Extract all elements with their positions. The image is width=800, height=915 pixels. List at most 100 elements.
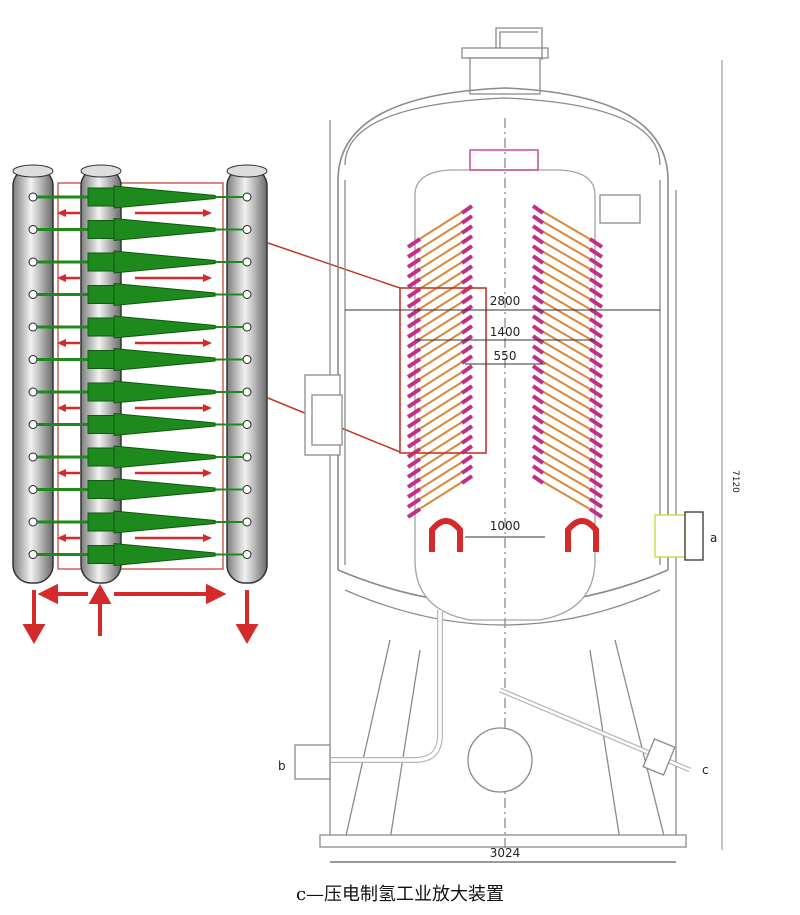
coil-tube-right: [534, 316, 601, 356]
coil-end: [406, 377, 422, 389]
dim-1000: 1000: [490, 519, 521, 533]
coil-tube-left: [409, 296, 471, 336]
coil-end: [588, 317, 604, 329]
coil-tube-left: [409, 386, 471, 426]
coil-end: [406, 397, 422, 409]
flow-arrow-head: [57, 534, 66, 542]
coil-end: [531, 264, 545, 275]
pipe-node: [28, 257, 38, 267]
coil-tube-left: [409, 416, 471, 456]
coil-tube-left: [409, 476, 471, 516]
u-tubes: [429, 518, 599, 552]
pipe-node: [28, 420, 38, 429]
coil-end: [588, 257, 604, 269]
coil-tube-right: [534, 426, 601, 466]
coil-end: [531, 304, 545, 315]
coil-end: [531, 234, 545, 245]
pipe-node: [28, 550, 38, 559]
element-body: [87, 545, 115, 564]
coil-end: [460, 244, 474, 255]
coil-end: [460, 374, 474, 385]
coil-end: [460, 444, 474, 455]
coil-end: [460, 264, 474, 275]
coil-end: [460, 434, 474, 445]
coil-end: [460, 274, 474, 285]
coil-tube-right: [534, 436, 601, 476]
coil-tube-left: [409, 376, 471, 416]
coil-end: [460, 414, 474, 425]
pipe-node: [242, 225, 252, 234]
coil-end: [531, 394, 545, 405]
coil-end: [460, 384, 474, 395]
coil-end: [531, 284, 545, 295]
coil-end: [406, 297, 422, 309]
coil-end: [588, 477, 604, 489]
coil-end: [406, 357, 422, 369]
coil-end: [406, 437, 422, 449]
element-taper: [113, 445, 216, 469]
coil-tube-left: [409, 366, 471, 406]
element-body: [87, 187, 115, 207]
dim-2800: 2800: [490, 294, 521, 308]
coil-tube-right: [534, 246, 601, 286]
coil-end: [406, 267, 422, 279]
coil-tube-right: [534, 276, 601, 316]
coil-end: [406, 457, 422, 469]
coil-end: [460, 224, 474, 235]
coil-end: [406, 327, 422, 339]
detail-frame: [57, 182, 224, 570]
element-taper: [113, 510, 216, 534]
element-taper: [113, 185, 216, 209]
coil-end: [531, 384, 545, 395]
coil-tube-right: [534, 286, 601, 326]
coil-end: [531, 334, 545, 345]
element-body: [87, 285, 115, 304]
coil-end: [588, 277, 604, 289]
coil-end: [531, 424, 545, 435]
coil-end: [406, 277, 422, 289]
coil-end: [460, 284, 474, 295]
coil-end: [406, 237, 422, 249]
coil-end: [588, 287, 604, 299]
coil-end: [406, 477, 422, 489]
coil-tube-left: [409, 286, 471, 326]
coil-tube-left: [409, 436, 471, 476]
coil-end: [531, 274, 545, 285]
outlet-arrows: [22, 583, 259, 645]
coil-end: [460, 394, 474, 405]
flow-arrow-head: [57, 209, 66, 217]
coil-tube-right: [534, 476, 601, 516]
coil-tube-left: [409, 226, 471, 266]
element-body: [87, 480, 115, 499]
coil-tube-left: [409, 306, 471, 346]
coil-end: [406, 497, 422, 509]
coil-end: [531, 214, 545, 225]
dim-550: 550: [494, 349, 517, 363]
coil-end: [588, 377, 604, 389]
coil-end: [406, 417, 422, 429]
coil-end: [531, 454, 545, 465]
pipe-node: [28, 192, 38, 202]
element-body: [87, 382, 115, 402]
element-body: [87, 350, 115, 369]
coil-tube-left: [409, 356, 471, 396]
coil-end: [406, 367, 422, 379]
element-taper: [113, 477, 216, 502]
coil-tube-left: [409, 246, 471, 286]
element-body: [87, 512, 115, 532]
coil-end: [588, 397, 604, 409]
coil-end: [531, 354, 545, 365]
pipe-node: [242, 257, 252, 267]
port-c-label: c: [702, 763, 709, 777]
coil-tube-right: [534, 326, 601, 366]
coil-end: [531, 244, 545, 255]
flow-arrow-head: [203, 339, 212, 347]
coil-tube-left: [409, 346, 471, 386]
coil-end: [588, 297, 604, 309]
element-taper: [113, 282, 216, 307]
coil-tube-left: [409, 396, 471, 436]
element-taper: [113, 542, 216, 567]
coil-tube-right: [534, 376, 601, 416]
coil-end: [460, 344, 474, 355]
